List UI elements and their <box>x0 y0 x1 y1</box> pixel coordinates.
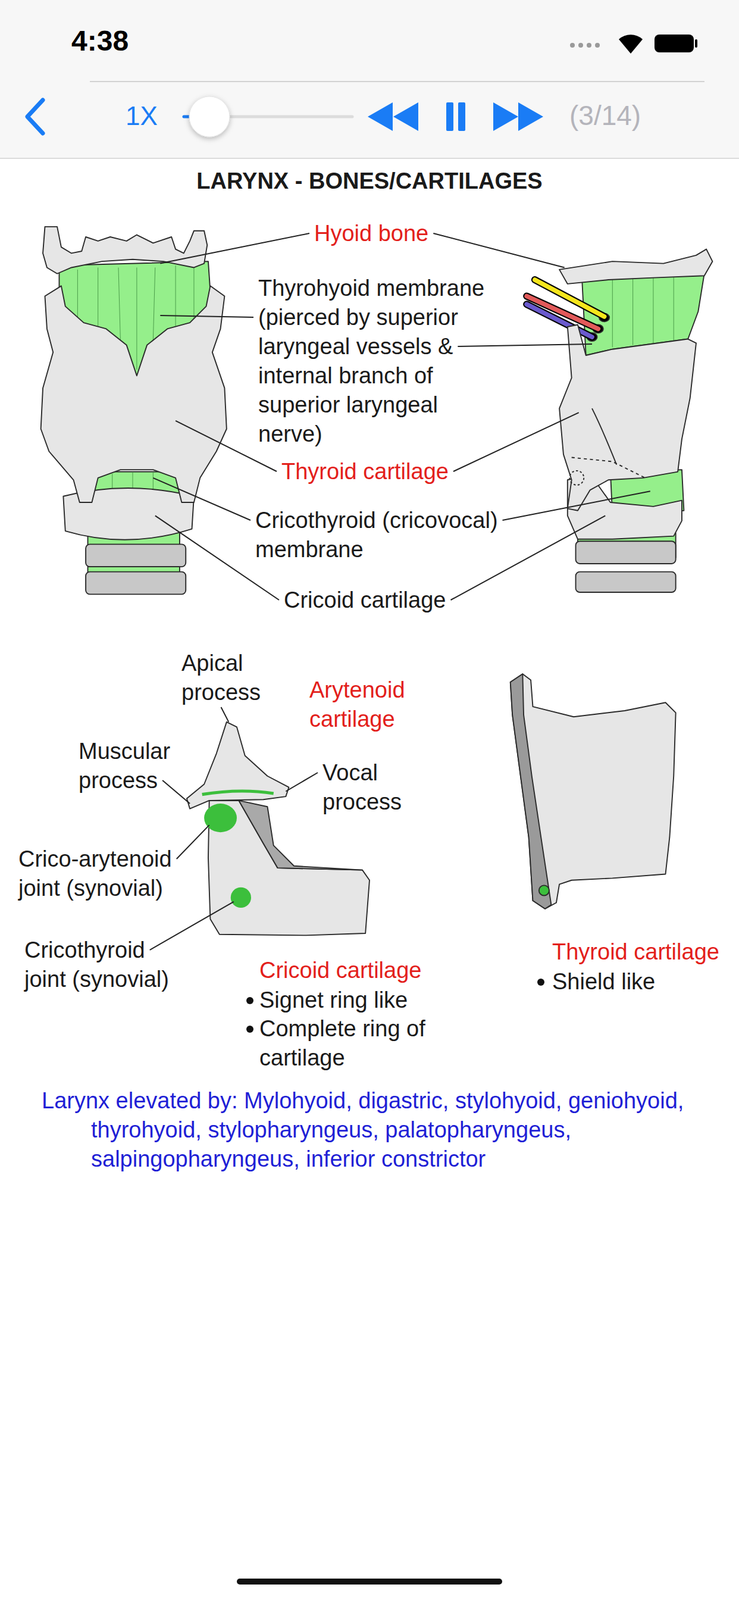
part-name: Cricothyroid (cricovocal) membrane <box>255 505 512 565</box>
bullet-note: Shield like <box>552 966 656 997</box>
leader-line <box>176 824 210 859</box>
lateral-view-part <box>526 304 593 337</box>
larynx-figures <box>41 226 713 936</box>
anterior-view-part-part <box>118 267 121 341</box>
app-chrome-part <box>578 42 584 48</box>
bullet-dots-part <box>246 1025 254 1033</box>
thyroid-shield-figure-part <box>510 673 676 909</box>
lateral-view-part <box>569 470 584 485</box>
bullet-note: Complete ring of cartilage <box>259 1013 444 1073</box>
bullet-note: Signet ring like <box>259 985 408 1015</box>
anterior-view-part-part <box>152 267 155 341</box>
anterior-view-part <box>41 285 227 503</box>
part-name: Crico-arytenoid joint (synovial) <box>18 844 191 903</box>
thyroid-shield-figure-part <box>539 884 550 895</box>
app-chrome-part <box>367 102 393 131</box>
app-chrome-part <box>393 102 419 131</box>
leader-line <box>149 901 234 950</box>
leader-line <box>433 233 565 268</box>
app-chrome-part <box>654 34 694 53</box>
leader-line <box>152 477 251 521</box>
app-chrome-part <box>0 0 739 159</box>
app-chrome-part <box>618 34 643 54</box>
anterior-view-part <box>85 543 186 567</box>
app-chrome-part <box>446 102 454 131</box>
lateral-view-part-part <box>612 277 613 348</box>
anterior-view-part-part <box>77 269 78 319</box>
app-chrome-part <box>236 1577 503 1584</box>
anterior-view-part-part <box>136 267 137 370</box>
anterior-view-part-part <box>175 265 177 329</box>
diagram-title: LARYNX - BONES/CARTILAGES <box>0 166 739 196</box>
arytenoid-cricoid-figure-part <box>204 803 237 832</box>
lateral-view-part <box>612 275 674 347</box>
app-chrome-part <box>0 157 739 159</box>
lateral-view-part <box>575 540 676 564</box>
lateral-view-part-part <box>632 275 634 346</box>
part-name: Vocal process <box>322 758 406 817</box>
bullet-dots-part <box>537 978 545 986</box>
part-name: Thyroid cartilage <box>281 456 449 487</box>
part-name: Cricoid cartilage <box>283 585 446 615</box>
arytenoid-cricoid-figure-part <box>186 721 290 809</box>
playback-speed: 1X <box>125 99 158 132</box>
app-chrome-part <box>694 39 698 48</box>
part-name: Cricoid cartilage <box>259 955 422 985</box>
anterior-view-part <box>42 226 208 274</box>
leader-line <box>457 343 593 347</box>
app-chrome-part <box>89 80 705 83</box>
app-chrome-part <box>586 42 592 48</box>
lateral-view-part-part <box>673 275 675 341</box>
bullet-dots-part <box>246 996 254 1004</box>
app-chrome-part <box>595 42 600 48</box>
anterior-view-part-part <box>193 265 194 321</box>
arytenoid-cricoid-figure-part <box>202 790 274 795</box>
anterior-view-part-part <box>97 267 99 329</box>
lateral-view-part <box>526 304 593 337</box>
footnote: Larynx elevated by: Mylohyoid, digastric… <box>41 1085 720 1174</box>
anterior-view-part <box>85 571 186 595</box>
app-chrome-part <box>189 96 230 137</box>
app-chrome-part <box>493 102 519 131</box>
leader-line <box>453 412 579 472</box>
slide-counter: (3/14) <box>569 99 641 133</box>
app-chrome-part <box>27 99 43 134</box>
leader-line <box>221 706 230 722</box>
arytenoid-cricoid-figure-part <box>230 887 252 908</box>
app-chrome-part <box>570 42 575 48</box>
leader-line <box>162 780 190 804</box>
lateral-view-part <box>575 571 676 593</box>
app-chrome-part <box>518 102 544 131</box>
part-name: Muscular process <box>78 736 180 795</box>
leader-line <box>160 233 310 264</box>
lateral-view-part <box>559 249 713 284</box>
status-time: 4:38 <box>71 23 129 59</box>
part-name: Thyroid cartilage <box>552 937 720 967</box>
lateral-view-part <box>592 408 617 465</box>
leader-line <box>285 772 318 792</box>
lateral-view-part <box>559 324 697 511</box>
app-chrome-part <box>458 102 466 131</box>
arytenoid-cricoid-figure <box>186 721 370 936</box>
thyroid-shield-figure-part <box>510 673 552 909</box>
part-note: Thyrohyoid membrane (pierced by superior… <box>258 273 497 449</box>
lateral-view <box>526 249 713 593</box>
part-name: Cricothyroid joint (synovial) <box>24 935 180 994</box>
anterior-view <box>41 226 227 595</box>
part-name: Apical process <box>181 648 277 707</box>
part-name: Hyoid bone <box>314 218 429 249</box>
leader-line <box>160 315 254 318</box>
part-name: Arytenoid cartilage <box>309 675 441 734</box>
lateral-view-part-part <box>652 275 654 343</box>
thyroid-shield-figure <box>510 673 676 909</box>
leader-line <box>502 490 651 521</box>
